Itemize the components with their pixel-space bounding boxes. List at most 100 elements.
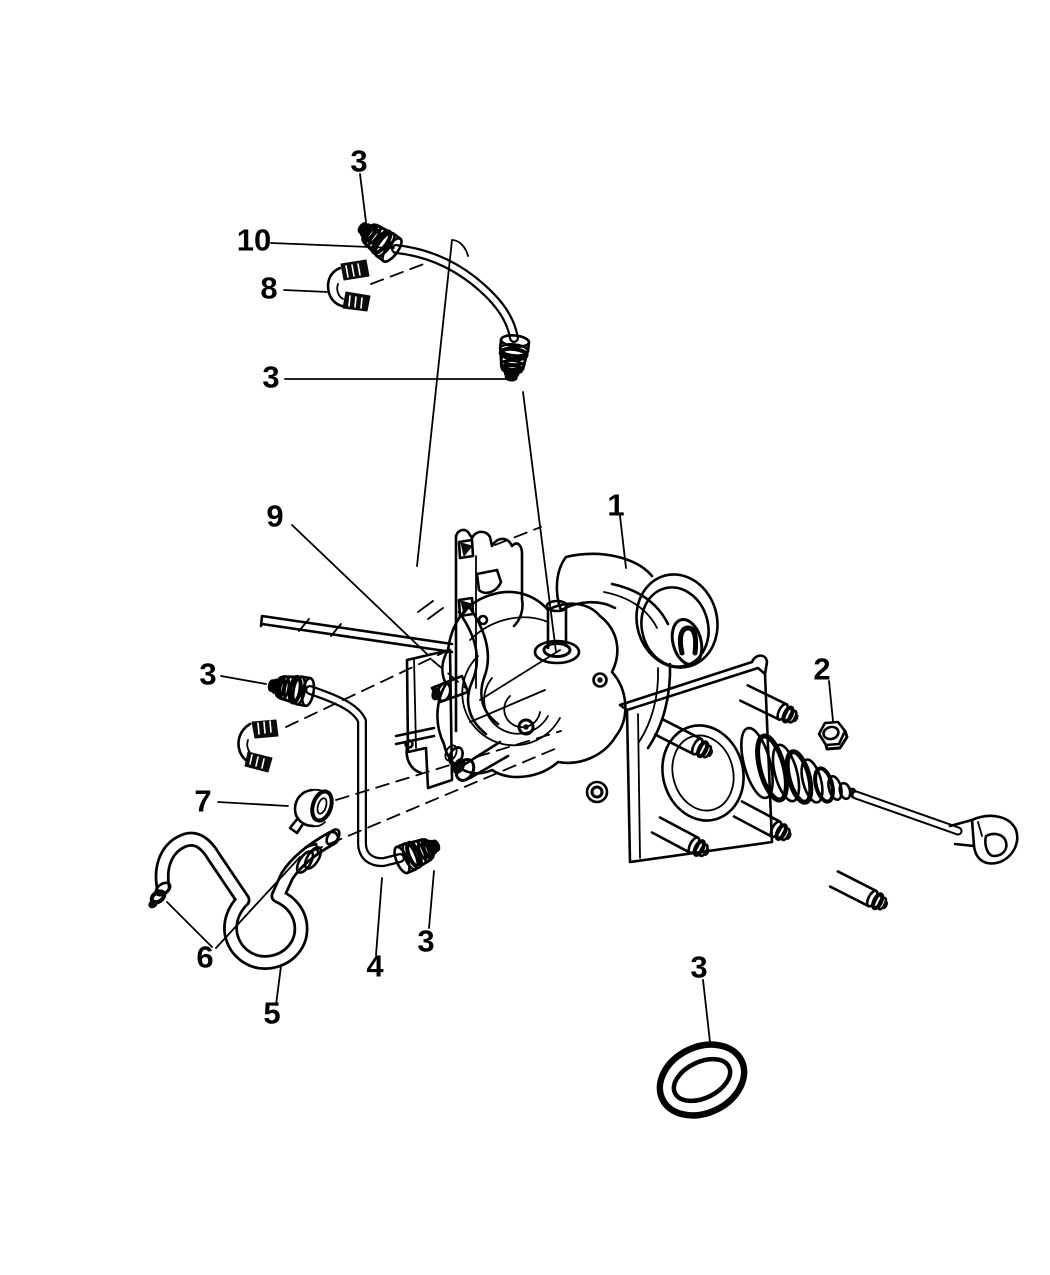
side-port-seat <box>430 674 470 704</box>
body-crease-diag-a <box>479 649 561 701</box>
seat-tip <box>431 687 441 701</box>
grommet-bottom-join <box>312 821 326 828</box>
o-ring-outer <box>656 1041 748 1119</box>
supply-stub <box>452 740 510 782</box>
callout-2-nut: 2 <box>813 652 830 687</box>
seal-stack <box>661 724 858 822</box>
seal-ring-6 <box>813 766 835 804</box>
cylinder-face-outer <box>635 573 719 669</box>
tube-clip-lower <box>237 719 279 773</box>
accumulator-cylinder <box>555 552 719 669</box>
collar-ring-a <box>448 746 464 766</box>
clip-block-top <box>340 259 370 281</box>
leader-line <box>270 242 395 249</box>
booster-strap <box>603 582 672 750</box>
port-boss-outer <box>533 639 581 665</box>
support-rail-lower <box>394 726 436 746</box>
bracket-outline <box>454 528 524 733</box>
leader-line <box>522 391 557 653</box>
callout-7-grommet: 7 <box>194 784 211 819</box>
o-ring-inner <box>671 1056 733 1104</box>
nipple-tip <box>148 899 158 909</box>
arm-outer <box>457 610 488 736</box>
clip-block-top-hatch <box>345 263 361 278</box>
strap-upper-b <box>603 591 658 629</box>
plate-fold-line <box>637 713 641 859</box>
pushrod-core <box>853 792 961 834</box>
tube-grommet <box>288 788 334 835</box>
stack-shell-inner <box>671 734 735 812</box>
tube-lower-core <box>307 687 403 865</box>
clip-block-bottom-hatch <box>348 295 363 309</box>
leader-line <box>416 239 453 567</box>
clevis-notch <box>977 821 983 837</box>
tube-hook-detail <box>451 239 469 257</box>
callout-10-tube-upper: 10 <box>237 223 271 258</box>
o-ring <box>656 1041 748 1119</box>
plate-corner-curl <box>750 654 769 676</box>
callout-3-fitting-mid: 3 <box>262 360 279 395</box>
body-hole-left <box>517 718 535 736</box>
cylinder-face-inner <box>640 586 710 668</box>
leader-line <box>220 675 267 685</box>
callout-3-fitting-bottom: 3 <box>417 924 434 959</box>
arm-inner <box>468 606 500 726</box>
return-hose <box>148 828 341 970</box>
leader-line <box>283 289 329 293</box>
leader-line-dashed <box>431 659 469 691</box>
booster-arm <box>457 606 500 736</box>
clip-lower-block-top-hatch <box>257 720 272 735</box>
tube-upper-core <box>393 246 517 341</box>
leader-line <box>291 524 429 656</box>
strap-upper-a <box>610 582 670 626</box>
port-column-top <box>545 599 569 613</box>
leader-line <box>428 870 435 929</box>
body-hole-right <box>592 672 608 688</box>
grommet-bore <box>316 797 328 815</box>
support-rail-ticks <box>298 600 444 637</box>
leader-line <box>619 515 627 569</box>
body-crease-diag-b <box>469 689 546 723</box>
pressure-tube-upper <box>350 213 532 383</box>
callout-6-hose-clamps: 6 <box>196 940 213 975</box>
cylinder-keyhole <box>677 625 699 656</box>
clevis-body <box>970 814 1019 865</box>
callout-3-fitting-top: 3 <box>350 144 367 179</box>
tube-clip-upper <box>326 259 371 312</box>
leader-line <box>359 173 367 223</box>
grommet-tab <box>288 816 305 835</box>
pushrod-clevis <box>851 790 1019 865</box>
leader-line-dashed <box>335 730 562 801</box>
callout-4-tube-lower: 4 <box>366 949 384 984</box>
booster-pump-body <box>436 590 627 804</box>
clip-inner <box>336 283 344 300</box>
leader-line-dashed <box>309 747 558 853</box>
seal-ring-3 <box>771 743 801 803</box>
strap-lower-b <box>638 667 659 743</box>
cylinder-hub <box>670 617 704 667</box>
bracket-hole-square-top <box>457 538 475 560</box>
nut-bore <box>822 725 840 741</box>
bracket-hole-round <box>477 614 489 626</box>
stack-shell-outer <box>661 724 745 822</box>
leader-line <box>702 979 711 1043</box>
leader-line <box>375 877 383 956</box>
leader-line <box>828 680 834 722</box>
leader-line <box>166 901 213 948</box>
flange-nut <box>817 720 849 751</box>
hose-nipple <box>148 881 172 909</box>
callout-8-tube-clip: 8 <box>260 271 277 306</box>
seal-ring-2 <box>755 733 789 803</box>
leader-lines <box>166 173 834 1043</box>
body-hole-left-center <box>523 724 529 730</box>
hose-core <box>157 833 337 968</box>
cylinder-top-line <box>564 552 654 578</box>
leader-line-dashed <box>494 526 542 546</box>
body-bolt-bottom-inner <box>590 785 604 799</box>
leader-line-dashed <box>370 261 430 285</box>
leader-line <box>215 856 301 949</box>
seal-ring-1 <box>740 726 774 800</box>
